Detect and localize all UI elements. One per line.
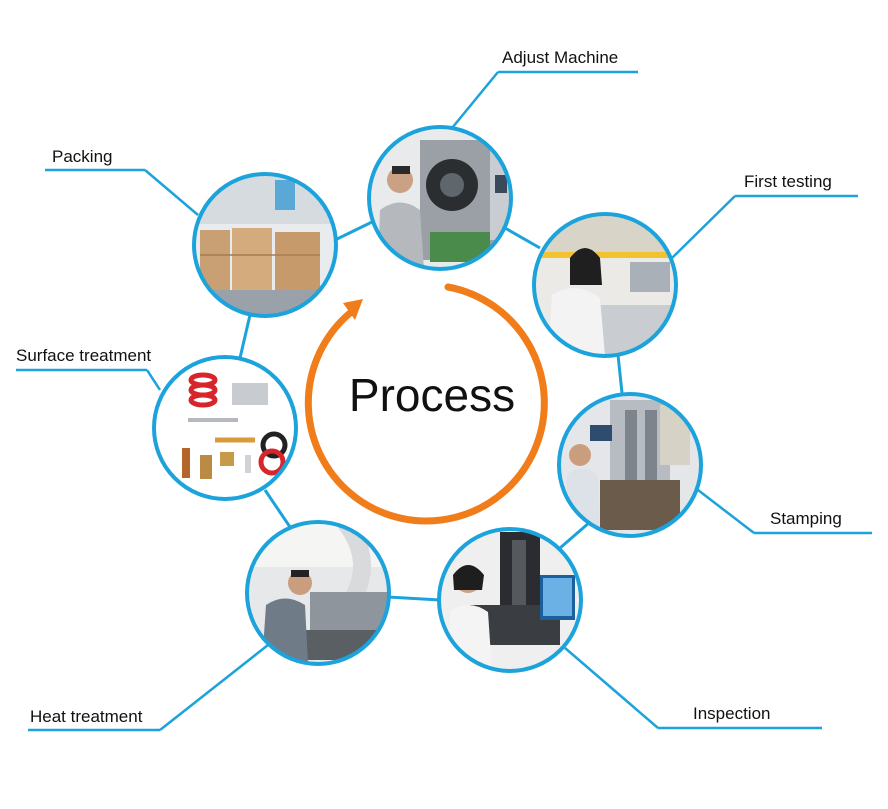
springs-assortment-photo (152, 355, 298, 501)
spring-coiling-machine-photo (367, 125, 513, 271)
step-label-stamping: Stamping (770, 509, 842, 528)
process-title: Process (348, 369, 516, 421)
step-label-surface-treatment: Surface treatment (16, 346, 152, 365)
process-cycle-arrow (304, 283, 548, 525)
stamping-press-photo (557, 392, 703, 538)
inspection-microscope-photo (437, 527, 583, 673)
heat-treatment-furnace-photo (245, 520, 391, 666)
callout-connectors (16, 70, 872, 732)
step-label-inspection: Inspection (693, 704, 771, 723)
step-label-adjust-machine: Adjust Machine (502, 48, 619, 67)
step-label-first-testing: First testing (744, 172, 832, 191)
step-label-packing: Packing (52, 147, 113, 166)
testing-workstation-photo (532, 212, 678, 358)
packed-cartons-photo (192, 172, 338, 318)
step-label-heat-treatment: Heat treatment (30, 707, 143, 726)
ring-connectors (238, 220, 624, 602)
